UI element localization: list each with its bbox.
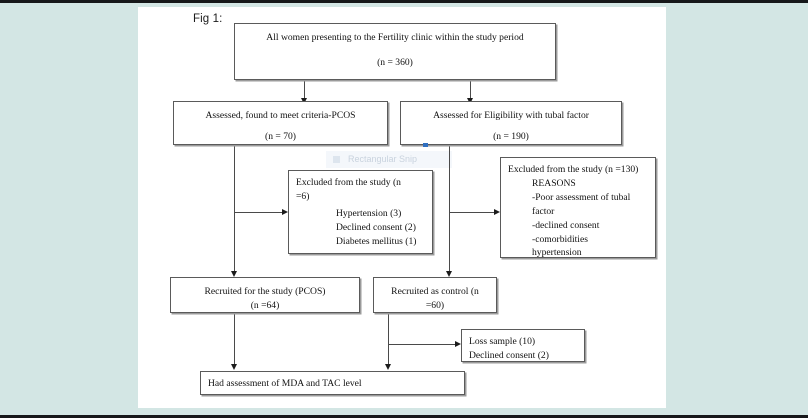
node-pcos-excluded-reason-2: Diabetes mellitus (1) — [336, 235, 417, 247]
connector-pcosrecruited-to-final — [234, 313, 235, 367]
node-control-recruited-count: =60) — [425, 299, 445, 311]
connector-controlrecruited-to-final — [388, 313, 389, 367]
node-final-assessment-title: Had assessment of MDA and TAC level — [208, 378, 362, 389]
arrowhead-pcos-to-recruited — [231, 271, 237, 277]
node-control-losses-line-0: Loss sample (10) — [469, 336, 536, 347]
figure-label: Fig 1: — [193, 13, 223, 25]
arrowhead-pcos-to-excluded — [282, 209, 288, 215]
node-pcos-recruited-title: Recruited for the study (PCOS) — [204, 286, 326, 297]
arrowhead-pcosrecruited-to-final — [231, 364, 237, 370]
node-control-losses-line-1: Declined consent (2) — [469, 349, 549, 361]
figure-sheet: Fig 1: Rectangular Snip All women presen… — [138, 7, 666, 408]
node-tubal-excluded: Excluded from the study (n =130) REASONS… — [500, 157, 656, 258]
node-control-losses: Loss sample (10) Declined consent (2) — [461, 329, 585, 362]
connector-allwomen-to-pcos — [304, 80, 305, 100]
node-all-women: All women presenting to the Fertility cl… — [234, 23, 556, 80]
node-tubal-assessed-title: Assessed for Eligibility with tubal fact… — [433, 110, 589, 121]
connector-pcos-trunk — [234, 145, 235, 275]
arrowhead-controlrecruited-to-final — [385, 364, 391, 370]
node-pcos-assessed: Assessed, found to meet criteria-PCOS (n… — [173, 101, 388, 145]
connector-pcos-to-excluded — [234, 212, 286, 213]
node-tubal-assessed-count: (n = 190) — [493, 130, 529, 142]
node-tubal-excluded-heading: REASONS — [532, 177, 576, 189]
node-tubal-excluded-reason-4: hypertension — [532, 247, 582, 259]
node-pcos-excluded: Excluded from the study (n =6) Hypertens… — [288, 170, 433, 254]
arrowhead-tubal-to-control — [446, 271, 452, 277]
node-final-assessment: Had assessment of MDA and TAC level — [200, 371, 465, 395]
node-pcos-excluded-reason-0: Hypertension (3) — [336, 207, 402, 219]
connector-tubal-to-excluded — [449, 212, 498, 213]
node-control-recruited: Recruited as control (n =60) — [373, 277, 497, 313]
node-tubal-excluded-reason-0: -Poor assessment of tubal — [532, 191, 631, 203]
selection-handle[interactable] — [423, 143, 428, 147]
node-all-women-title: All women presenting to the Fertility cl… — [266, 32, 524, 43]
node-tubal-excluded-reason-3: -comorbidities — [532, 233, 588, 245]
node-tubal-excluded-line1: Excluded from the study (n =130) — [508, 164, 639, 175]
node-tubal-assessed: Assessed for Eligibility with tubal fact… — [400, 101, 622, 145]
node-all-women-count: (n = 360) — [377, 56, 413, 68]
node-pcos-recruited-count: (n =64) — [250, 299, 280, 311]
connector-tubal-trunk — [449, 145, 450, 273]
node-pcos-excluded-line1: Excluded from the study (n — [296, 177, 401, 188]
node-tubal-excluded-reason-2: -declined consent — [532, 219, 600, 231]
arrowhead-tubal-to-excluded — [494, 209, 500, 215]
node-tubal-excluded-reason-1: factor — [532, 205, 555, 217]
node-pcos-excluded-line2: =6) — [296, 190, 310, 202]
node-pcos-assessed-count: (n = 70) — [265, 130, 296, 142]
connector-control-to-losses — [388, 344, 459, 345]
arrowhead-control-to-losses — [455, 341, 461, 347]
node-control-recruited-title: Recruited as control (n — [391, 286, 479, 297]
connector-allwomen-to-tubal — [470, 80, 471, 100]
node-pcos-excluded-reason-1: Declined consent (2) — [336, 221, 416, 233]
node-pcos-assessed-title: Assessed, found to meet criteria-PCOS — [205, 110, 356, 121]
node-pcos-recruited: Recruited for the study (PCOS) (n =64) — [170, 277, 360, 313]
rectangular-snip-artifact: Rectangular Snip — [326, 151, 452, 168]
